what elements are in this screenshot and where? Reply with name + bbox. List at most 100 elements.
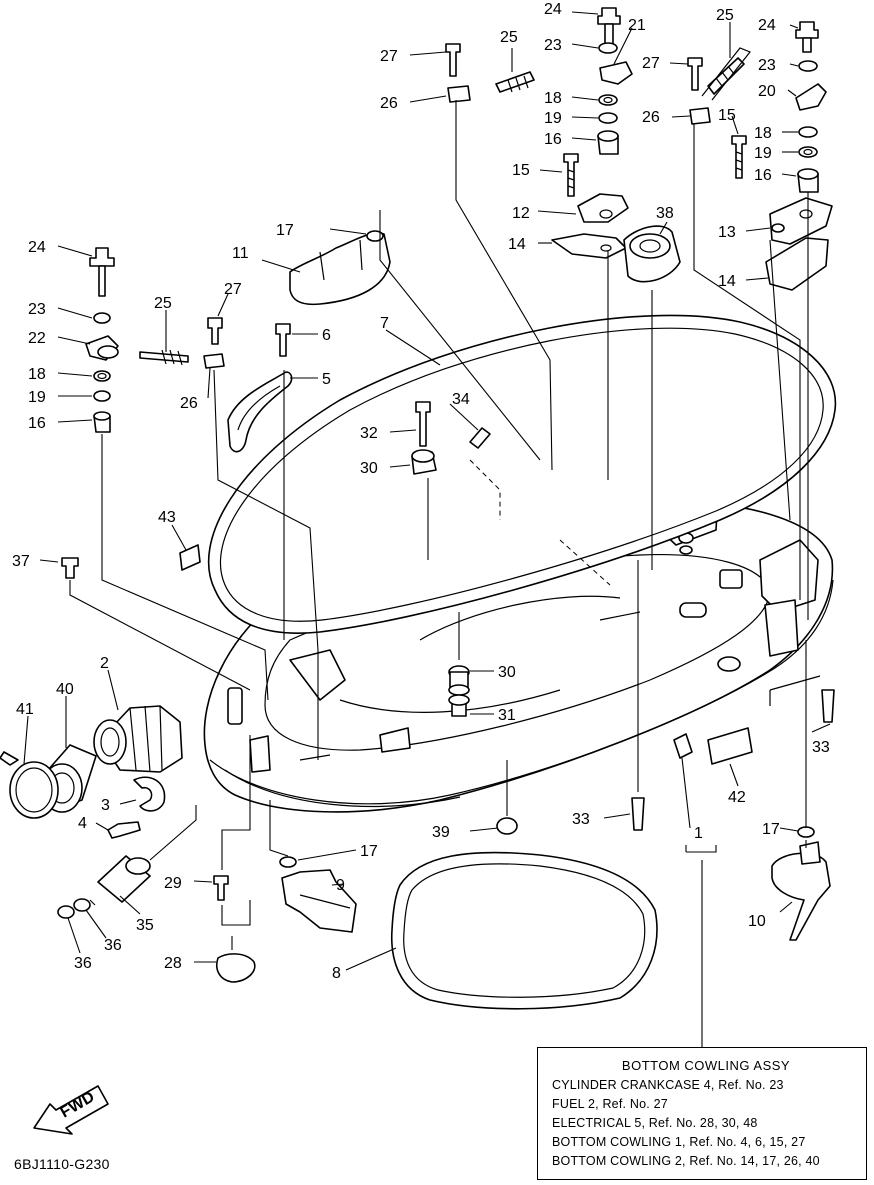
diagram-code: 6BJ1110-G230	[14, 1156, 110, 1172]
callout-16-left: 16	[28, 415, 46, 432]
callout-6: 6	[322, 327, 331, 344]
callout-15-center: 15	[512, 162, 530, 179]
callout-25-center: 25	[500, 29, 518, 46]
callout-18-left: 18	[28, 366, 46, 383]
part-3-bracket	[133, 776, 166, 812]
callout-15-right: 15	[718, 107, 736, 124]
callout-19-left: 19	[28, 389, 46, 406]
part-10-handle	[771, 841, 831, 941]
part-29-screw	[213, 875, 229, 901]
callout-26-right: 26	[642, 109, 660, 126]
callout-19-center: 19	[544, 110, 562, 127]
callout-16-right: 16	[754, 167, 772, 184]
callout-24-left: 24	[28, 239, 46, 256]
part-36-clip-a	[73, 898, 91, 912]
upper-seal-ring	[207, 314, 837, 634]
callout-19-right: 19	[754, 145, 772, 162]
callout-14-center: 14	[508, 236, 526, 253]
part-38-collar	[623, 225, 681, 283]
callout-30-upper: 30	[360, 460, 378, 477]
legend-row: FUEL 2, Ref. No. 27	[552, 1097, 668, 1111]
part-27-screw-left	[207, 317, 223, 345]
part-43-label	[179, 544, 201, 571]
callout-23-left: 23	[28, 301, 46, 318]
callout-3: 3	[101, 797, 110, 814]
callout-39: 39	[432, 824, 450, 841]
callout-29: 29	[164, 875, 182, 892]
part-37-plug	[61, 557, 79, 579]
callout-41: 41	[16, 701, 34, 718]
left-lock-assembly	[85, 247, 189, 433]
callout-16-center: 16	[544, 131, 562, 148]
legend-row: ELECTRICAL 5, Ref. No. 28, 30, 48	[552, 1116, 758, 1130]
legend-title: BOTTOM COWLING ASSY	[621, 1058, 791, 1073]
part-34-screw	[469, 427, 491, 449]
callout-27-right: 27	[642, 55, 660, 72]
part-42-label	[707, 727, 753, 765]
callout-23-center: 23	[544, 37, 562, 54]
callout-43: 43	[158, 509, 176, 526]
part-11-cover	[289, 232, 391, 306]
callout-4: 4	[78, 815, 87, 832]
part-26-clip-left	[203, 353, 225, 369]
callout-38: 38	[656, 205, 674, 222]
part-39-grommet	[496, 817, 518, 835]
right-lock-assembly	[687, 21, 833, 291]
callout-25-right: 25	[716, 7, 734, 24]
bottom-seal	[390, 851, 658, 1010]
part-1-label	[673, 733, 693, 759]
callout-14-right: 14	[718, 273, 736, 290]
part-17-grommet-top	[366, 230, 384, 242]
callout-13: 13	[718, 224, 736, 241]
callout-11: 11	[232, 245, 249, 262]
callout-10: 10	[748, 913, 766, 930]
callout-12: 12	[512, 205, 530, 222]
callout-36-upper: 36	[104, 937, 122, 954]
callout-33-right: 33	[812, 739, 830, 756]
callout-28: 28	[164, 955, 182, 972]
callout-42: 42	[728, 789, 746, 806]
part-32-bolt	[415, 401, 431, 447]
callout-17-right: 17	[762, 821, 780, 838]
callout-1: 1	[694, 825, 703, 842]
callout-40: 40	[56, 681, 74, 698]
part-17-grommet-left	[279, 856, 297, 868]
callout-32: 32	[360, 425, 378, 442]
top-center-lock-assembly	[445, 7, 633, 259]
forward-arrow: FWD	[33, 1085, 109, 1135]
callout-18-center: 18	[544, 90, 562, 107]
legend-row: BOTTOM COWLING 1, Ref. No. 4, 6, 15, 27	[552, 1135, 806, 1149]
callout-34: 34	[452, 391, 470, 408]
legend-row: BOTTOM COWLING 2, Ref. No. 14, 17, 26, 4…	[552, 1154, 820, 1168]
callout-37: 37	[12, 553, 30, 570]
part-33-drain-a	[631, 797, 645, 831]
callout-17-top: 17	[276, 222, 294, 239]
callout-8: 8	[332, 965, 341, 982]
legend-row: CYLINDER CRANKCASE 4, Ref. No. 23	[552, 1078, 784, 1092]
callout-30-lower: 30	[498, 664, 516, 681]
callout-35: 35	[136, 917, 154, 934]
part-41-clamp	[0, 751, 59, 819]
part-4-screw	[107, 821, 141, 839]
callout-7: 7	[380, 315, 389, 332]
callout-24-center: 24	[544, 1, 562, 18]
part-6-bolt	[275, 323, 291, 357]
callout-24-right: 24	[758, 17, 776, 34]
callout-26-left-center: 26	[380, 95, 398, 112]
part-36-clip-b	[57, 905, 75, 919]
part-33-drain-b	[821, 689, 835, 723]
callout-17-left: 17	[360, 843, 378, 860]
callout-21: 21	[628, 17, 646, 34]
callout-5: 5	[322, 371, 331, 388]
part-17-grommet-right	[797, 826, 815, 838]
callout-23-right: 23	[758, 57, 776, 74]
callout-27-center: 27	[380, 48, 398, 65]
callout-33-center: 33	[572, 811, 590, 828]
callout-9: 9	[336, 877, 345, 894]
part-28-plate	[216, 953, 256, 983]
callout-20: 20	[758, 83, 776, 100]
assembly-lines	[69, 100, 821, 1047]
callout-26-left: 26	[180, 395, 198, 412]
callout-18-right: 18	[754, 125, 772, 142]
